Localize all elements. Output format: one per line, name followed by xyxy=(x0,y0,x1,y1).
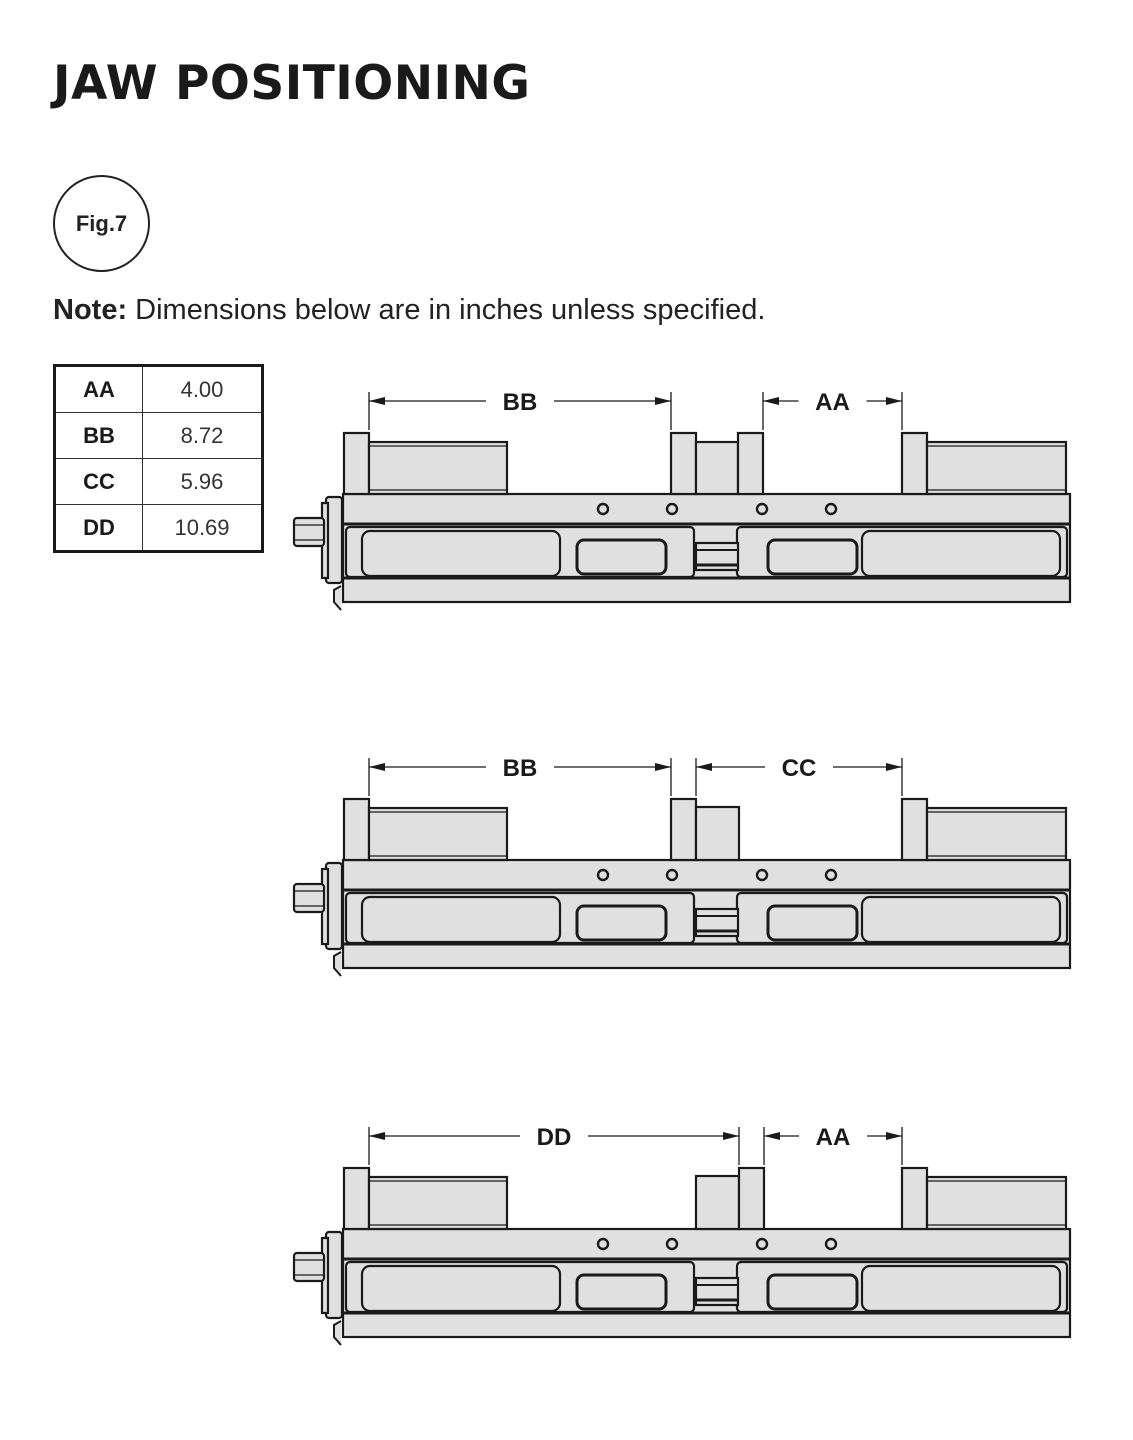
figure-badge: Fig.7 xyxy=(53,175,150,272)
dimension-dd-arrow-left xyxy=(369,1132,385,1140)
dimension-bb-arrow-left xyxy=(369,397,385,405)
center-jaw xyxy=(737,1166,766,1231)
dimension-aa-label: AA xyxy=(815,389,850,416)
right-slot xyxy=(766,904,859,942)
dim-value: 8.72 xyxy=(142,412,263,459)
center-jaw xyxy=(669,797,698,862)
dimension-aa-arrow-left xyxy=(764,1132,780,1140)
dim-key: AA xyxy=(54,365,143,413)
mounting-hole xyxy=(596,1237,610,1251)
mounting-hole xyxy=(824,868,838,882)
dimension-cc-arrow-right xyxy=(886,763,902,771)
dimension-cc-arrow-left xyxy=(696,763,712,771)
dimension-aa-label: AA xyxy=(816,1124,851,1151)
left-jaw-plate xyxy=(367,1175,509,1231)
left-jaw-plate xyxy=(367,806,509,862)
note-text: Dimensions below are in inches unless sp… xyxy=(135,294,766,326)
dimension-aa-arrow-right xyxy=(886,397,902,405)
center-jaw-left xyxy=(669,431,698,496)
dimension-aa-arrow-left xyxy=(763,397,779,405)
right-fixed-jaw xyxy=(900,1166,929,1231)
left-fixed-jaw xyxy=(342,797,371,862)
mounting-hole xyxy=(824,502,838,516)
mounting-hole xyxy=(665,868,679,882)
dim-key: DD xyxy=(54,504,143,552)
dim-value: 4.00 xyxy=(142,365,263,413)
left-jaw-plate xyxy=(367,440,509,496)
center-jaw-right xyxy=(736,431,765,496)
right-jaw-plate xyxy=(925,806,1068,862)
dim-key: BB xyxy=(54,412,143,459)
vise-drawing-1: BB AA xyxy=(292,389,1072,611)
dimension-bb-arrow-left xyxy=(369,763,385,771)
right-jaw-plate xyxy=(925,440,1068,496)
dimension-bb-arrow-right xyxy=(655,397,671,405)
page-title: JAW POSITIONING xyxy=(53,56,531,111)
handle-stub xyxy=(292,516,326,548)
right-slot xyxy=(766,1273,859,1311)
left-fixed-jaw xyxy=(342,431,371,496)
dimension-cc-label: CC xyxy=(782,755,817,782)
right-jaw-plate xyxy=(925,1175,1068,1231)
right-window xyxy=(860,1264,1062,1313)
left-fixed-jaw xyxy=(342,1166,371,1231)
dimension-dd-label: DD xyxy=(537,1124,572,1151)
handle-stub xyxy=(292,882,326,914)
dimension-aa-arrow-right xyxy=(886,1132,902,1140)
right-fixed-jaw xyxy=(900,431,929,496)
right-fixed-jaw xyxy=(900,797,929,862)
center-spacer xyxy=(694,440,740,496)
right-window xyxy=(860,895,1062,944)
mounting-hole xyxy=(665,502,679,516)
lower-latch xyxy=(333,951,342,977)
center-block xyxy=(694,805,741,862)
center-block xyxy=(694,1174,741,1231)
table-row: BB 8.72 xyxy=(54,412,263,459)
dimensions-table: AA 4.00 BB 8.72 CC 5.96 DD 10.69 xyxy=(53,364,264,553)
figure-label: Fig.7 xyxy=(75,210,128,236)
dim-value: 5.96 xyxy=(142,458,263,505)
left-window xyxy=(360,529,562,578)
dim-key: CC xyxy=(54,458,143,505)
mounting-hole xyxy=(755,868,769,882)
vise-drawing-3: DD AA xyxy=(292,1124,1072,1346)
mounting-hole xyxy=(824,1237,838,1251)
note-label: Note: xyxy=(53,294,128,326)
left-window xyxy=(360,895,562,944)
left-window xyxy=(360,1264,562,1313)
left-slot xyxy=(575,538,668,576)
dimension-bb-arrow-right xyxy=(655,763,671,771)
handle-stub xyxy=(292,1251,326,1283)
dimension-bb-label: BB xyxy=(503,389,538,416)
dimension-bb-label: BB xyxy=(503,755,538,782)
mounting-hole xyxy=(755,502,769,516)
mounting-hole xyxy=(755,1237,769,1251)
mounting-hole xyxy=(596,868,610,882)
right-slot xyxy=(766,538,859,576)
note: Note: Dimensions below are in inches unl… xyxy=(53,294,765,327)
right-window xyxy=(860,529,1062,578)
table-row: DD 10.69 xyxy=(54,504,263,552)
mounting-hole xyxy=(596,502,610,516)
vise-drawing-2: BB CC xyxy=(292,755,1072,977)
left-slot xyxy=(575,1273,668,1311)
lower-latch xyxy=(333,585,342,611)
table-row: AA 4.00 xyxy=(54,365,263,413)
dimension-dd-arrow-right xyxy=(723,1132,739,1140)
table-row: CC 5.96 xyxy=(54,458,263,505)
mounting-hole xyxy=(665,1237,679,1251)
dim-value: 10.69 xyxy=(142,504,263,552)
left-slot xyxy=(575,904,668,942)
lower-latch xyxy=(333,1320,342,1346)
